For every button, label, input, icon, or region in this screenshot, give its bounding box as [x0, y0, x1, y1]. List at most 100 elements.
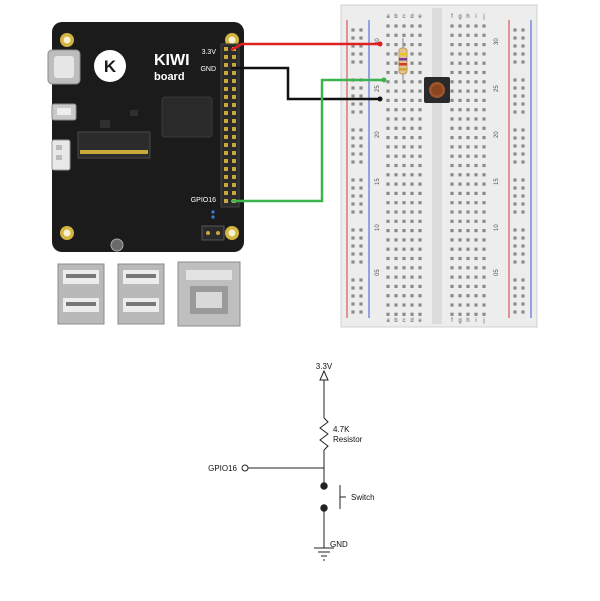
schematic-gpio-label: GPIO16: [208, 464, 237, 473]
usb-a-port-right: [117, 263, 165, 325]
reset-button: [110, 238, 124, 252]
bb-row-num-25: 25: [375, 85, 381, 92]
bb-col-letter: b: [394, 318, 398, 324]
schematic: [241, 369, 346, 561]
gpio-pin: [232, 175, 236, 179]
ethernet-port: [177, 261, 241, 327]
m2-slot: [77, 131, 151, 159]
gpio-header: [220, 43, 240, 208]
brand-line2: board: [154, 71, 185, 83]
schematic-supply-label: 3.3V: [316, 362, 333, 371]
bb-col-letter: c: [403, 318, 406, 324]
bb-row-num-20: 20: [375, 131, 381, 138]
bb-row-num-10-r: 10: [494, 224, 500, 231]
kiwi-board: K KIWI board 3.3V GND GPIO16: [47, 22, 244, 327]
bb-col-letter: e: [418, 318, 422, 324]
bb-col-letter: d: [410, 318, 413, 324]
gpio-pin: [224, 95, 228, 99]
bb-col-letter: h: [466, 14, 469, 20]
schematic-switch-label: Switch: [351, 493, 375, 502]
gpio-pin: [232, 95, 236, 99]
resistor-symbol: [319, 417, 329, 451]
gpio-pin: [224, 119, 228, 123]
bb-row-num-10: 10: [375, 224, 381, 231]
wires: [230, 41, 387, 203]
bb-row-num-20-r: 20: [494, 131, 500, 138]
gpio-pin: [232, 151, 236, 155]
bb-col-letter: h: [466, 318, 469, 324]
gpio-pin: [232, 111, 236, 115]
gpio-pin: [232, 167, 236, 171]
gpio-pin: [224, 167, 228, 171]
bb-col-letter: f: [451, 318, 453, 324]
bb-row-num-30-r: 30: [494, 38, 500, 45]
gpio-pin: [224, 79, 228, 83]
bb-col-letter: d: [410, 14, 413, 20]
bb-col-letter: f: [451, 14, 453, 20]
gpio-pin: [224, 111, 228, 115]
logo-letter: K: [104, 57, 117, 76]
schematic-resistor-value: 4.7K: [333, 425, 350, 434]
gpio-pin: [232, 135, 236, 139]
bb-col-letter: i: [475, 318, 476, 324]
bb-col-letter: a: [386, 318, 390, 324]
gpio-pin: [232, 103, 236, 107]
bb-col-letter: b: [394, 14, 398, 20]
gpio-pin: [224, 47, 228, 51]
gpio-pin: [232, 127, 236, 131]
gpio-pin: [224, 159, 228, 163]
gpio-pin: [224, 63, 228, 67]
gpio-pin: [232, 55, 236, 59]
gpio-pin: [224, 143, 228, 147]
gpio-pin: [224, 135, 228, 139]
gpio-pin: [224, 183, 228, 187]
switch-contact-top: [320, 482, 328, 490]
pin-label-gnd: GND: [200, 66, 216, 73]
gpio-pin: [224, 199, 228, 203]
pin-label-3v3: 3.3V: [202, 49, 217, 56]
bb-row-num-30: 30: [375, 38, 381, 45]
gpio-pin: [224, 127, 228, 131]
gpio-pin: [232, 87, 236, 91]
wire-black-gnd: [231, 66, 380, 101]
bb-col-letter: a: [386, 14, 390, 20]
bb-col-letter: j: [482, 318, 484, 324]
usb-a-port-left: [57, 263, 105, 325]
push-button: [424, 77, 450, 103]
brand-line1: KIWI: [154, 52, 190, 69]
breadboard: 30 25 20 15 10 05 30 25 20 15 10 05 aabb…: [340, 4, 538, 328]
schematic-resistor-label: Resistor: [333, 435, 363, 444]
gpio-pin: [224, 55, 228, 59]
gpio-pin: [232, 183, 236, 187]
gpio-pin: [224, 151, 228, 155]
gpio-pin: [224, 71, 228, 75]
wire-green-gpio16: [231, 78, 384, 203]
gpio-pin: [232, 79, 236, 83]
bb-col-letter: j: [482, 14, 484, 20]
gpio-pin: [224, 175, 228, 179]
gpio-pin: [232, 71, 236, 75]
bb-col-letter: c: [403, 14, 406, 20]
bb-row-num-05-r: 05: [494, 269, 500, 276]
bb-row-num-05: 05: [375, 269, 381, 276]
bb-col-letter: i: [475, 14, 476, 20]
bb-col-letter: g: [458, 318, 461, 324]
gpio-pin: [224, 191, 228, 195]
gpio-pin: [232, 159, 236, 163]
bb-row-num-15: 15: [375, 178, 381, 185]
wire-red-3v3: [230, 42, 380, 52]
gpio-terminal-icon: [241, 464, 249, 472]
pin-label-gpio16: GPIO16: [191, 197, 216, 204]
bb-row-num-15-r: 15: [494, 178, 500, 185]
gpio-pin: [232, 63, 236, 67]
gpio-pin: [232, 143, 236, 147]
resistor: [398, 38, 408, 80]
gpio-pin: [224, 103, 228, 107]
bb-col-letter: e: [418, 14, 422, 20]
kiwi-logo-icon: [94, 50, 126, 82]
schematic-ground-label: GND: [330, 540, 348, 549]
gpio-pin: [232, 119, 236, 123]
supply-arrow-icon: [319, 369, 329, 381]
ground-icon: [314, 547, 334, 561]
